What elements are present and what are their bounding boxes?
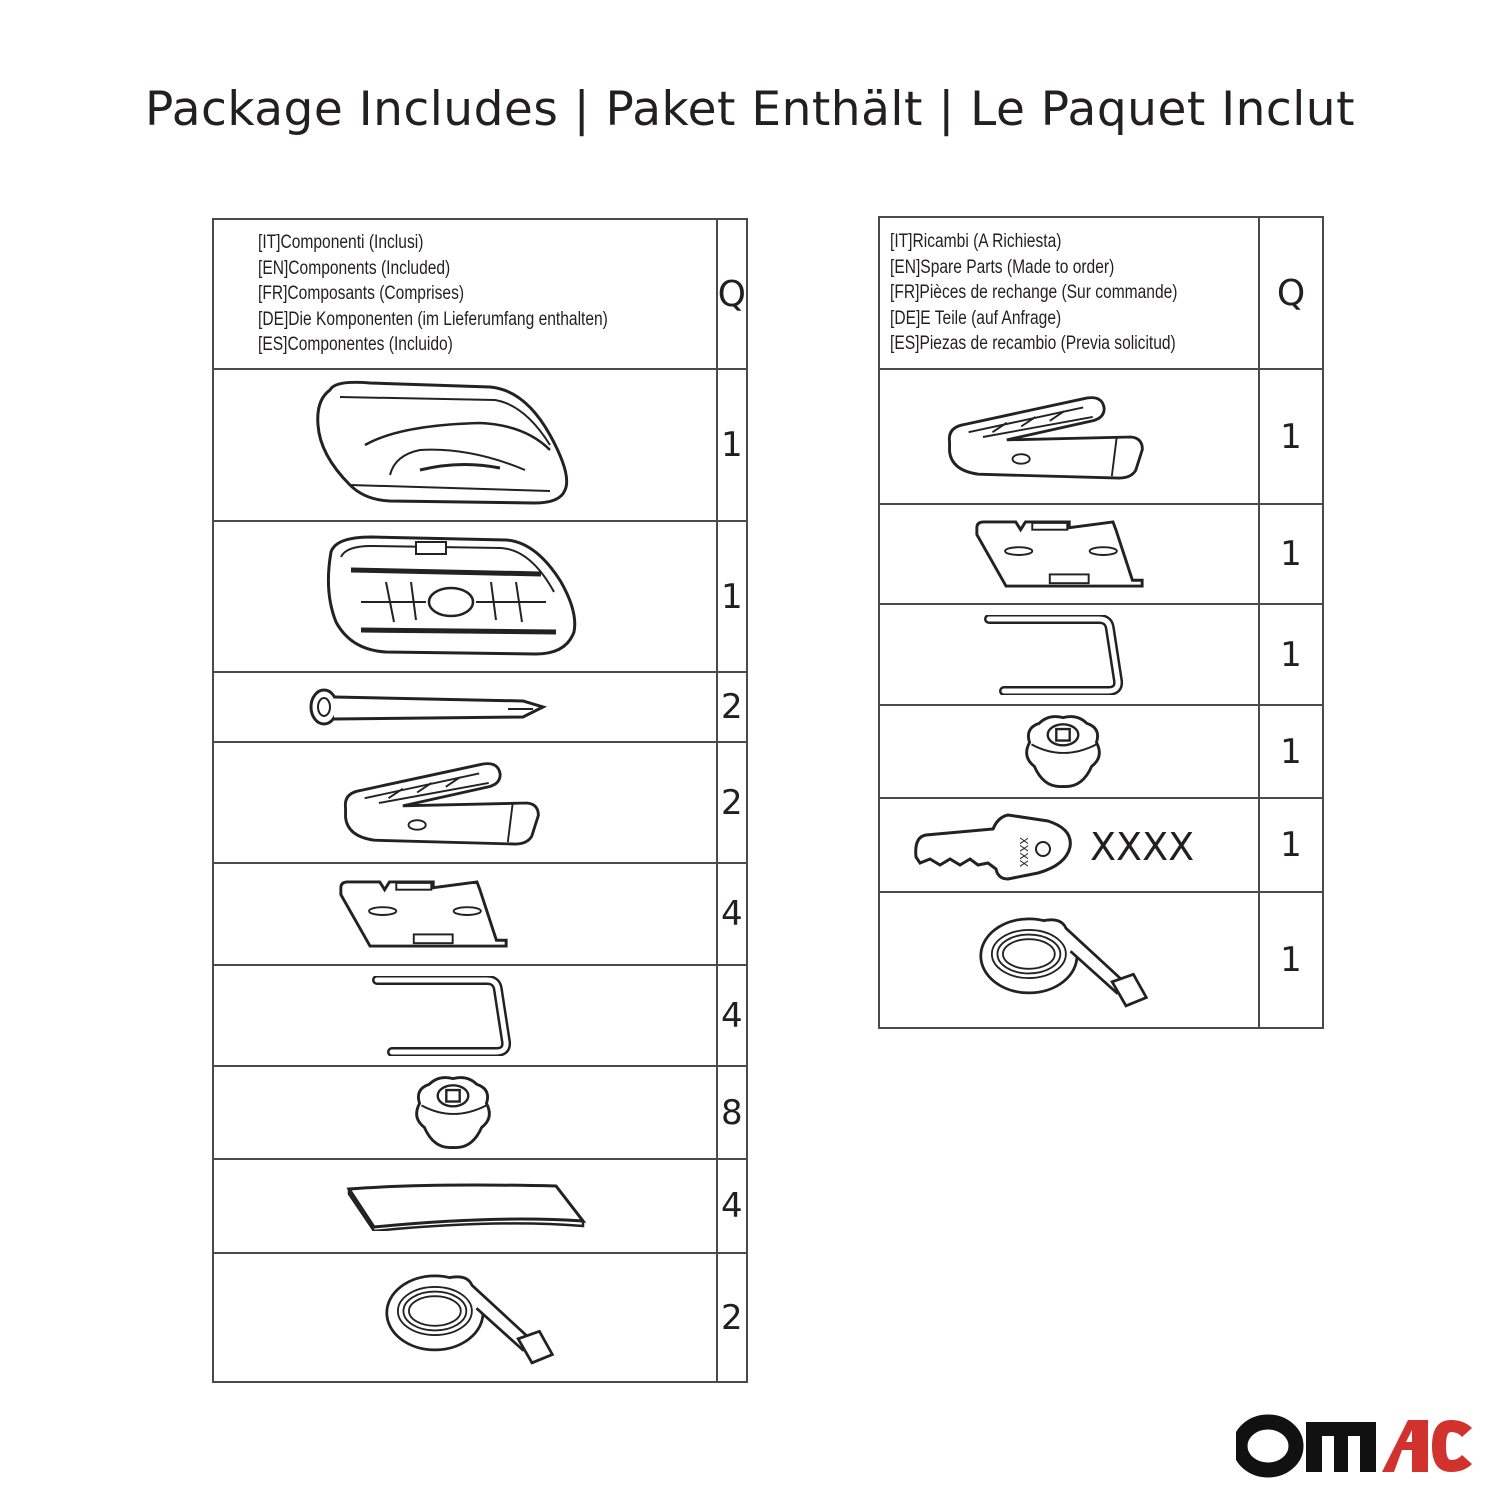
mounting-plate-icon <box>972 519 1147 589</box>
table-row: 1 <box>878 603 1324 706</box>
part-image-cell <box>878 891 1260 1029</box>
header-line-es: [ES]Piezas de recambio (Previa solicitud… <box>890 333 1176 355</box>
spare-parts-header-row: [IT]Ricambi (A Richiesta) [EN]Spare Part… <box>878 216 1324 370</box>
part-image-cell <box>212 964 718 1067</box>
table-row: 1 <box>878 368 1324 505</box>
part-image-cell <box>878 503 1260 605</box>
spare-parts-table: [IT]Ricambi (A Richiesta) [EN]Spare Part… <box>878 216 1324 1029</box>
lock-clamp-lever-icon <box>940 392 1150 482</box>
key-icon: XXXX <box>914 813 1072 881</box>
table-row: 4 <box>212 964 749 1067</box>
part-qty: 1 <box>1258 603 1324 706</box>
table-row: 1 <box>212 368 749 522</box>
table-row: 1 <box>878 891 1324 1029</box>
part-image-cell <box>212 368 718 522</box>
u-bolt-icon <box>984 615 1124 695</box>
mounting-plate-icon <box>336 879 511 949</box>
table-row: 2 <box>212 741 749 864</box>
hinge-pin-icon <box>309 688 548 726</box>
part-image-cell <box>212 862 718 966</box>
part-qty: 8 <box>715 1065 749 1160</box>
star-knob-icon <box>410 1074 496 1152</box>
table-row: 1 <box>212 520 749 673</box>
table-row: 2 <box>212 671 749 743</box>
omac-logo <box>1236 1414 1472 1478</box>
strap-buckle-icon <box>978 908 1163 1013</box>
qty-column-header: Q <box>1258 216 1324 370</box>
part-qty: 1 <box>715 520 749 673</box>
page-title: Package Includes | Paket Enthält | Le Pa… <box>144 82 1356 137</box>
header-line-de: [DE]Die Komponenten (im Lieferumfang ent… <box>258 308 608 330</box>
spare-parts-header-cell: [IT]Ricambi (A Richiesta) [EN]Spare Part… <box>878 216 1260 370</box>
table-row: 4 <box>212 1158 749 1254</box>
part-image-cell <box>212 1252 718 1383</box>
part-qty: 4 <box>715 1158 749 1254</box>
roof-box-base-icon <box>326 534 577 656</box>
u-bolt-icon <box>372 976 512 1056</box>
part-image-cell <box>212 671 718 743</box>
roof-box-lid-icon <box>316 380 569 505</box>
part-qty: 1 <box>1258 704 1324 799</box>
part-qty: 1 <box>1258 797 1324 893</box>
table-row: XXXX XXXX 1 <box>878 797 1324 893</box>
part-image-cell <box>212 1158 718 1254</box>
part-image-cell <box>878 603 1260 706</box>
part-image-cell <box>878 368 1260 505</box>
part-qty: 1 <box>1258 891 1324 1029</box>
table-row: 2 <box>212 1252 749 1383</box>
key-code-label: XXXX <box>1090 825 1195 869</box>
star-knob-icon <box>1020 713 1106 791</box>
header-line-it: [IT]Componenti (Inclusi) <box>258 232 424 254</box>
header-line-de: [DE]E Teile (auf Anfrage) <box>890 307 1062 329</box>
part-image-cell: XXXX XXXX <box>878 797 1260 893</box>
part-image-cell <box>212 1065 718 1160</box>
part-qty: 1 <box>715 368 749 522</box>
qty-column-header: Q <box>715 218 749 370</box>
part-qty: 2 <box>715 741 749 864</box>
rubber-pad-icon <box>346 1183 586 1231</box>
table-row: 1 <box>878 704 1324 799</box>
part-image-cell <box>878 704 1260 799</box>
part-qty: 4 <box>715 862 749 966</box>
strap-buckle-icon <box>384 1265 569 1370</box>
components-header-cell: [IT]Componenti (Inclusi) [EN]Components … <box>212 218 718 370</box>
part-qty: 1 <box>1258 368 1324 505</box>
header-line-en: [EN]Spare Parts (Made to order) <box>890 256 1115 278</box>
lock-clamp-lever-icon <box>336 758 546 848</box>
components-table: [IT]Componenti (Inclusi) [EN]Components … <box>212 218 749 1383</box>
part-qty: 1 <box>1258 503 1324 605</box>
table-row: 4 <box>212 862 749 966</box>
header-line-fr: [FR]Composants (Comprises) <box>258 283 465 305</box>
part-qty: 2 <box>715 671 749 743</box>
table-row: 1 <box>878 503 1324 605</box>
table-row: 8 <box>212 1065 749 1160</box>
header-line-fr: [FR]Pièces de rechange (Sur commande) <box>890 282 1178 304</box>
part-image-cell <box>212 520 718 673</box>
header-line-en: [EN]Components (Included) <box>258 257 451 279</box>
components-header-row: [IT]Componenti (Inclusi) [EN]Components … <box>212 218 749 370</box>
header-line-es: [ES]Componentes (Incluido) <box>258 334 453 356</box>
part-image-cell <box>212 741 718 864</box>
part-qty: 4 <box>715 964 749 1067</box>
part-qty: 2 <box>715 1252 749 1383</box>
header-line-it: [IT]Ricambi (A Richiesta) <box>890 231 1062 253</box>
key-engraving: XXXX <box>1017 837 1030 868</box>
